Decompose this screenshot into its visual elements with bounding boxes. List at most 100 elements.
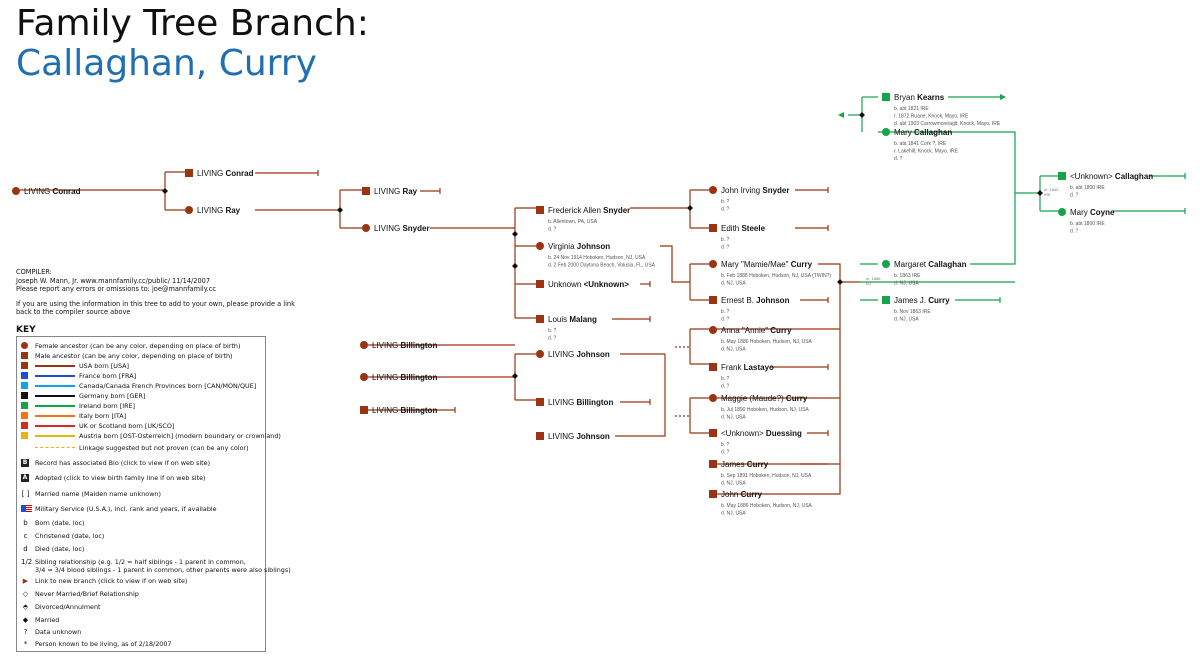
person-name: John Irving Snyder [721, 186, 789, 195]
swatch-germany-icon [21, 392, 28, 399]
person-given-name: Maggie (Maude?) [721, 394, 786, 403]
person-detail: b. May 1886 Hoboken, Hudson, NJ, USA [721, 339, 813, 345]
person-surname: Conrad [225, 169, 253, 178]
diamond-filled-icon: ◆ [22, 616, 29, 624]
male-ancestor-icon [882, 93, 890, 101]
key-item-label: Female ancestor (can be any color, depen… [35, 342, 241, 350]
person-name: Ernest B. Johnson [721, 296, 790, 305]
person-name: LIVING Billington [548, 398, 613, 407]
person-detail: d. NJ, USA [721, 511, 746, 517]
austria-line-sample [35, 435, 75, 437]
person-name: LIVING Conrad [197, 169, 254, 178]
person-name: Louis Malang [548, 315, 597, 324]
person-name: James Curry [721, 460, 769, 469]
person-given-name: LIVING [548, 432, 576, 441]
person-surname: Kearns [917, 93, 945, 102]
male-ancestor-icon [536, 280, 544, 288]
person-name: Unknown <Unknown> [548, 280, 629, 289]
person-given-name: Mary [894, 128, 914, 137]
person-surname: Johnson [756, 296, 789, 305]
person-detail: d. ? [894, 156, 903, 162]
person-name: LIVING Johnson [548, 432, 610, 441]
person-surname: Ray [402, 187, 417, 196]
key-symbol-bracket: [ ] [21, 490, 30, 498]
key-item-label: Died (date, loc) [35, 545, 85, 553]
male-ancestor-icon [709, 224, 717, 232]
person-given-name: LIVING [374, 187, 402, 196]
key-symbol-unknown: ? [23, 628, 28, 636]
key-symbol-c: c [23, 532, 28, 540]
person-detail: d. ? [1070, 193, 1079, 199]
person-detail: d. NJ, USA [721, 347, 746, 353]
diamond-open-icon: ◇ [22, 590, 29, 598]
person-detail: b. 24 Nov 1914 Hoboken, Hudson, NJ, USA [548, 255, 646, 261]
female-ancestor-icon [536, 242, 544, 250]
key-item-label: Linkage suggested but not proven (can be… [79, 444, 249, 452]
person-detail: d. 2 Feb 2000 Daytona Beach, Volusia, FL… [548, 263, 656, 269]
person-name: Frederick Allen Snyder [548, 206, 630, 215]
female-ancestor-icon [362, 224, 370, 232]
person-given-name: Ernest B. [721, 296, 756, 305]
female-ancestor-icon [360, 373, 368, 381]
male-ancestor-icon [709, 490, 717, 498]
person-given-name: LIVING [374, 224, 402, 233]
person-detail: d. NJ, USA [721, 281, 746, 287]
female-ancestor-icon [185, 206, 193, 214]
female-ancestor-icon [709, 326, 717, 334]
married-diamond-icon [512, 231, 518, 237]
person-surname: Curry [791, 260, 813, 269]
person-surname: Coyne [1090, 208, 1115, 217]
person-name: Frank Lastayo [721, 363, 774, 372]
person-name: Virginia Johnson [548, 242, 610, 251]
married-diamond-icon [837, 279, 843, 285]
male-ancestor-icon [536, 315, 544, 323]
person-given-name: Frederick Allen [548, 206, 603, 215]
person-name: <Unknown> Callaghan [1070, 172, 1153, 181]
person-given-name: <Unknown> [1070, 172, 1115, 181]
key-item-label: Christened (date, loc) [35, 532, 105, 540]
key-symbol-12: 1/2 [21, 558, 33, 566]
person-surname: Lastayo [744, 363, 774, 372]
person-detail: b. ? [721, 237, 730, 243]
key-item-label: Never Married/Brief Relationship [35, 590, 139, 598]
person-detail: r. Lakehill, Knock, Mayo, IRE [894, 149, 959, 155]
person-name: LIVING Johnson [548, 350, 610, 359]
person-surname: Ray [225, 206, 240, 215]
male-ancestor-icon [709, 363, 717, 371]
key-symbol-b: b [23, 519, 28, 527]
person-name: Mary Callaghan [894, 128, 952, 137]
person-surname: Conrad [52, 187, 80, 196]
person-detail: b. May 1886 Hoboken, Hudson, NJ, USA [721, 503, 813, 509]
person-name: LIVING Billington [372, 373, 437, 382]
person-name: Margaret Callaghan [894, 260, 967, 269]
swatch-italy-icon [21, 412, 28, 419]
key-item-label: France born [FRA] [79, 372, 137, 380]
compiler-label: COMPILER: [16, 268, 52, 276]
key-item-label: Record has associated Bio (click to view… [35, 459, 211, 467]
person-surname: Curry [747, 460, 769, 469]
italy-line-sample [35, 415, 75, 417]
key-symbol-d: d [23, 545, 28, 553]
person-name: LIVING Ray [374, 187, 418, 196]
key-item-label: Sibling relationship (e.g. 1/2 = half si… [35, 558, 246, 566]
compiler-line-4: back to the compiler source above [16, 308, 131, 317]
person-detail: d. ? [721, 450, 730, 456]
france-line-sample [35, 375, 75, 377]
key-item-label: Data unknown [35, 628, 82, 636]
person-detail: d. ? [721, 245, 730, 251]
married-diamond-icon [512, 373, 518, 379]
swatch-canada-icon [21, 382, 28, 389]
key-symbol-A: A [21, 474, 29, 482]
person-name: Bryan Kearns [894, 93, 945, 102]
person-detail: d. ? [1070, 229, 1079, 235]
person-surname: Curry [786, 394, 808, 403]
page-title: Family Tree Branch: [16, 3, 369, 44]
person-given-name: LIVING [197, 206, 225, 215]
person-name: LIVING Conrad [24, 187, 81, 196]
male-ancestor-icon [360, 406, 368, 414]
married-diamond-icon [1037, 190, 1043, 196]
person-given-name: Anna "Annie" [721, 326, 770, 335]
branch-arrow-right-icon [1000, 94, 1006, 100]
connector-line [709, 263, 841, 495]
person-given-name: John [721, 490, 741, 499]
